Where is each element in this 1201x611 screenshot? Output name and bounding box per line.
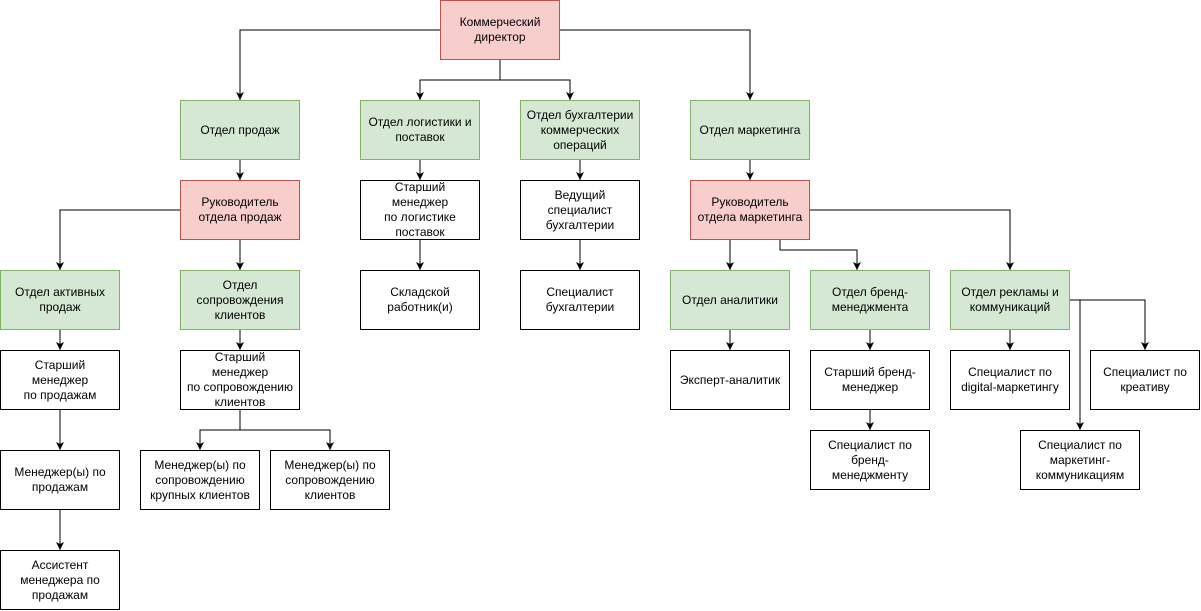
edge-support-senior-to-client-managers — [239, 410, 334, 450]
node-sales-dept[interactable]: Отдел продаж — [180, 100, 300, 160]
node-digital-specialist[interactable]: Специалист по digital-маркетингу — [950, 350, 1070, 410]
edge-commercial-director-to-accounting-dept — [499, 60, 574, 100]
node-sales-senior[interactable]: Старший менеджер по продажам — [0, 350, 120, 410]
node-marketing-dept[interactable]: Отдел маркетинга — [690, 100, 810, 160]
node-sales-managers[interactable]: Менеджер(ы) по продажам — [0, 450, 120, 510]
node-client-managers[interactable]: Менеджер(ы) по сопровождению клиентов — [270, 450, 390, 510]
node-support-senior[interactable]: Старший менеджер по сопровождению клиент… — [180, 350, 300, 410]
node-marketing-head[interactable]: Руководитель отдела маркетинга — [690, 180, 810, 240]
node-ads-dept[interactable]: Отдел рекламы и коммуникаций — [950, 270, 1070, 330]
edge-commercial-director-to-sales-dept — [236, 29, 440, 100]
node-analytics-dept[interactable]: Отдел аналитики — [670, 270, 790, 330]
edge-sales-head-to-active-sales-dept — [56, 209, 180, 270]
node-logistics-senior[interactable]: Старший менеджер по логистике поставок — [360, 180, 480, 240]
node-analyst-expert[interactable]: Эксперт-аналитик — [670, 350, 790, 410]
node-active-sales-dept[interactable]: Отдел активных продаж — [0, 270, 120, 330]
node-accounting-dept[interactable]: Отдел бухгалтерии коммерческих операций — [520, 100, 640, 160]
edge-marketing-head-to-brand-dept — [779, 240, 861, 270]
node-logistics-dept[interactable]: Отдел логистики и поставок — [360, 100, 480, 160]
edge-marketing-head-to-ads-dept — [810, 209, 1014, 270]
node-brand-dept[interactable]: Отдел бренд- менеджмента — [810, 270, 930, 330]
edge-ads-dept-to-marcom-specialist — [1070, 299, 1084, 430]
node-brand-specialist[interactable]: Специалист по бренд-менеджменту — [810, 430, 930, 490]
node-warehouse-worker[interactable]: Складской работник(и) — [360, 270, 480, 330]
node-sales-assistant[interactable]: Ассистент менеджера по продажам — [0, 550, 120, 610]
node-sales-head[interactable]: Руководитель отдела продаж — [180, 180, 300, 240]
node-accounting-specialist[interactable]: Специалист бухгалтерии — [520, 270, 640, 330]
edge-commercial-director-to-marketing-dept — [560, 29, 754, 100]
node-creative-specialist[interactable]: Специалист по креативу — [1090, 350, 1200, 410]
node-commercial-director[interactable]: Коммерческий директор — [440, 0, 560, 60]
node-brand-senior[interactable]: Старший бренд- менеджер — [810, 350, 930, 410]
edge-support-senior-to-key-account-managers — [196, 410, 241, 450]
edge-ads-dept-to-creative-specialist — [1070, 299, 1149, 350]
edge-commercial-director-to-logistics-dept — [416, 60, 501, 100]
node-client-support-dept[interactable]: Отдел сопровождения клиентов — [180, 270, 300, 330]
node-accounting-lead[interactable]: Ведущий специалист бухгалтерии — [520, 180, 640, 240]
node-marcom-specialist[interactable]: Специалист по маркетинг- коммуникациям — [1020, 430, 1140, 490]
node-key-account-managers[interactable]: Менеджер(ы) по сопровождению крупных кли… — [140, 450, 260, 510]
